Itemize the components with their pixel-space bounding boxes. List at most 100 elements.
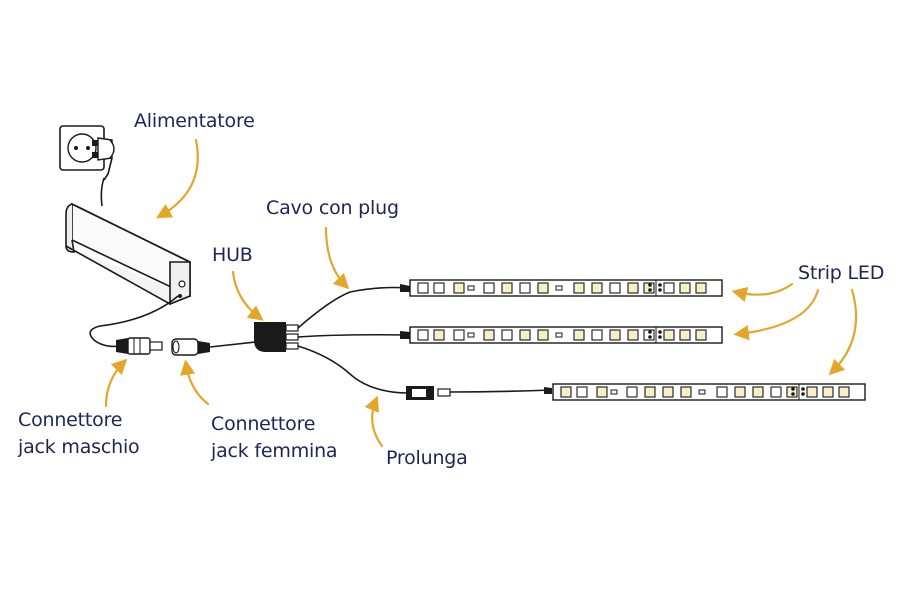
led-chip xyxy=(626,386,638,398)
strip-resistor xyxy=(467,285,475,291)
cable-strip-2 xyxy=(297,333,409,338)
label-connettore-maschio: Connettore jack maschio xyxy=(18,407,140,461)
strip-solder-pad xyxy=(658,330,662,334)
led-chip xyxy=(752,386,764,398)
label-connettore-maschio-line1: Connettore xyxy=(18,409,123,431)
label-alimentatore: Alimentatore xyxy=(134,110,255,132)
led-chip xyxy=(679,282,691,294)
strip-solder-pad xyxy=(648,335,652,339)
led-chip xyxy=(786,386,798,398)
led-chip xyxy=(806,386,818,398)
led-chip xyxy=(453,329,465,341)
led-chip xyxy=(537,282,549,294)
dc-cable xyxy=(89,295,179,348)
hub-input-cable xyxy=(209,341,257,348)
arrow-strip-1 xyxy=(731,282,794,302)
led-chip xyxy=(734,386,746,398)
label-strip-led: Strip LED xyxy=(798,262,885,284)
label-connettore-maschio-line2: jack maschio xyxy=(18,436,140,458)
led-chip xyxy=(501,329,513,341)
arrow-connettore-femmina xyxy=(180,359,210,406)
led-chip xyxy=(483,329,495,341)
led-chip xyxy=(433,329,445,341)
led-chip xyxy=(644,386,656,398)
led-chip xyxy=(417,282,429,294)
led-chip xyxy=(680,386,692,398)
arrow-connettore-maschio xyxy=(104,358,128,408)
led-chip xyxy=(838,386,850,398)
led-chip xyxy=(433,282,445,294)
strip-solder-pad xyxy=(801,392,805,396)
strip-solder-pad xyxy=(791,392,795,396)
led-chip xyxy=(537,329,549,341)
arrow-alimentatore xyxy=(155,138,199,219)
led-chip xyxy=(695,282,707,294)
led-chip xyxy=(560,386,572,398)
led-chip xyxy=(643,282,655,294)
led-chip xyxy=(822,386,834,398)
led-chip xyxy=(643,329,655,341)
hub-splitter xyxy=(254,322,299,352)
label-connettore-femmina: Connettore jack femmina xyxy=(211,411,338,465)
led-chip xyxy=(663,282,675,294)
strip-solder-pad xyxy=(648,283,652,287)
strip-resistor xyxy=(555,332,563,338)
led-chip xyxy=(770,386,782,398)
wall-socket xyxy=(59,125,105,171)
led-chip xyxy=(679,329,691,341)
strip-solder-pad xyxy=(658,335,662,339)
cable-extension xyxy=(297,345,407,394)
female-jack-connector xyxy=(171,338,210,356)
strip-resistor xyxy=(610,389,618,395)
led-chip xyxy=(609,282,621,294)
strip-solder-pad xyxy=(658,283,662,287)
power-plug xyxy=(92,137,115,181)
cable-strip-1 xyxy=(297,286,409,329)
led-chip xyxy=(417,329,429,341)
power-supply xyxy=(65,202,191,306)
male-jack-connector xyxy=(116,337,163,355)
led-chip xyxy=(453,282,465,294)
strip-resistor xyxy=(467,332,475,338)
label-connettore-femmina-line2: jack femmina xyxy=(211,440,338,462)
led-strips xyxy=(409,279,866,401)
led-strip xyxy=(409,326,723,344)
arrow-strip-2 xyxy=(733,288,820,341)
led-chip xyxy=(591,282,603,294)
led-chip xyxy=(609,329,621,341)
led-chip xyxy=(576,386,588,398)
led-chip xyxy=(483,282,495,294)
led-chip xyxy=(519,329,531,341)
strip-solder-pad xyxy=(801,387,805,391)
led-chip xyxy=(596,386,608,398)
label-hub: HUB xyxy=(212,244,253,266)
label-prolunga: Prolunga xyxy=(386,447,468,469)
led-chip xyxy=(716,386,728,398)
led-chip xyxy=(663,329,675,341)
led-chip xyxy=(501,282,513,294)
led-chip xyxy=(573,282,585,294)
annotation-arrows xyxy=(104,138,858,448)
strip-solder-pad xyxy=(791,387,795,391)
strip-resistor xyxy=(555,285,563,291)
led-chip xyxy=(627,329,639,341)
led-strip xyxy=(409,279,723,297)
led-chip xyxy=(591,329,603,341)
arrow-strip-3 xyxy=(828,288,858,376)
strip-solder-pad xyxy=(648,288,652,292)
led-chip xyxy=(662,386,674,398)
led-chip xyxy=(695,329,707,341)
extension-connector xyxy=(406,386,451,400)
label-connettore-femmina-line1: Connettore xyxy=(211,413,316,435)
led-chip xyxy=(627,282,639,294)
strip-resistor xyxy=(698,389,706,395)
strip-solder-pad xyxy=(648,330,652,334)
arrow-prolunga xyxy=(364,395,384,448)
led-chip xyxy=(519,282,531,294)
led-chip xyxy=(573,329,585,341)
arrow-hub xyxy=(231,270,264,321)
strip-solder-pad xyxy=(658,288,662,292)
extension-cable xyxy=(449,389,553,393)
led-strip xyxy=(552,383,866,401)
